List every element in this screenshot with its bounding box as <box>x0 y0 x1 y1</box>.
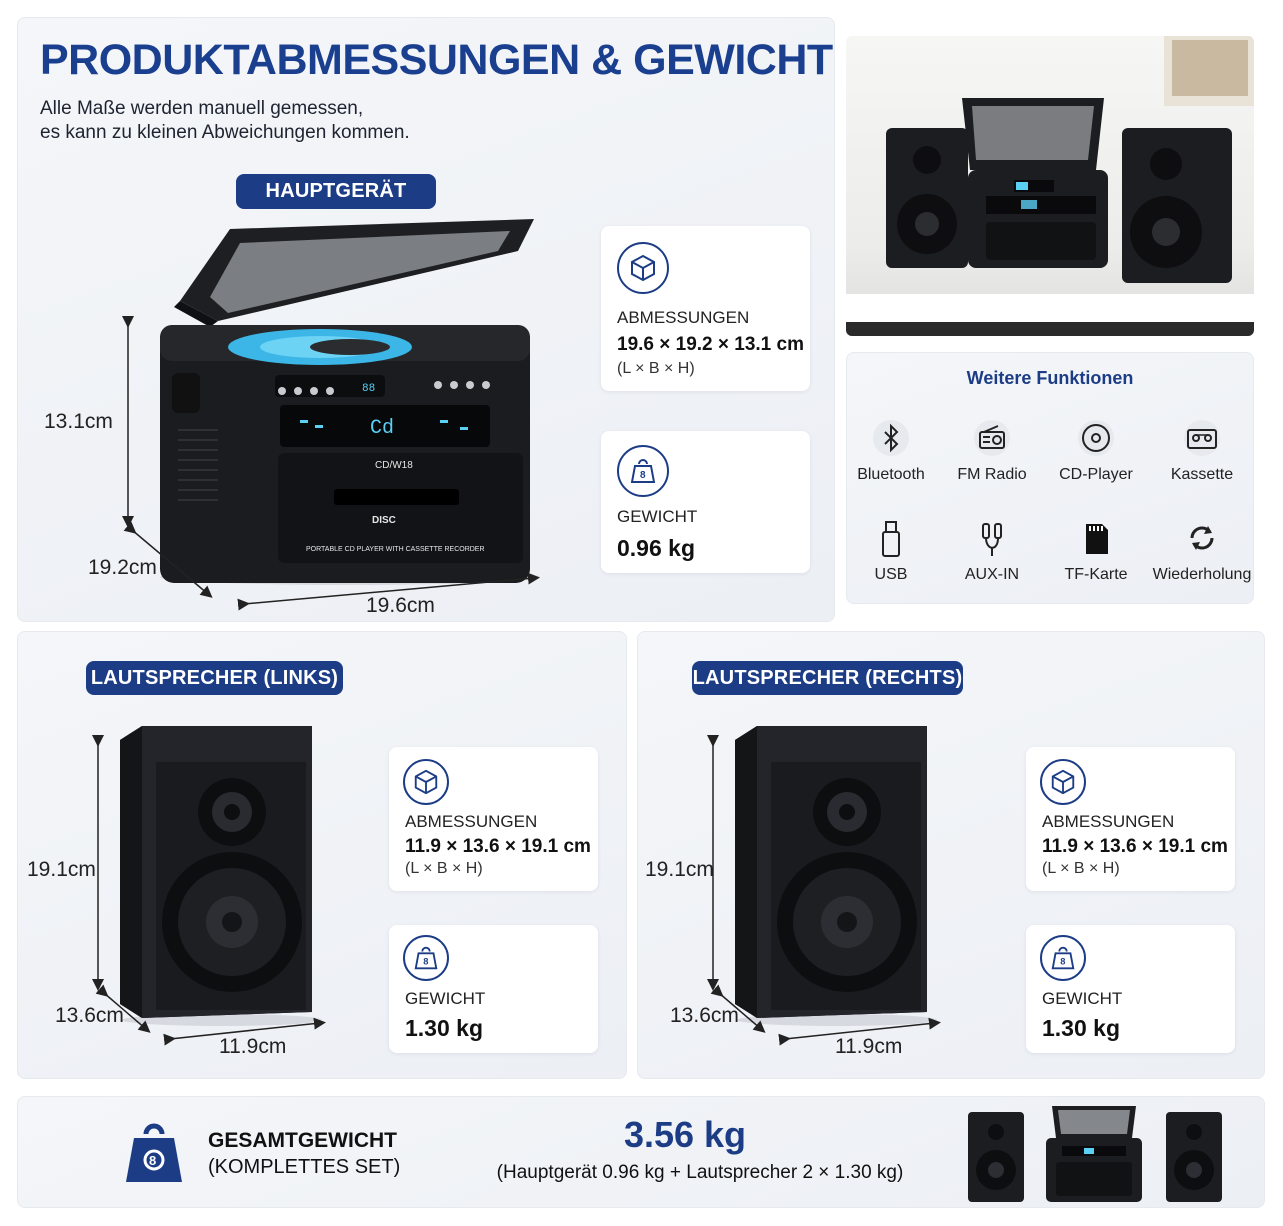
main-unit-dimensions-hint: (L × B × H) <box>617 360 695 377</box>
main-unit-weight-label: GEWICHT <box>617 507 698 526</box>
speaker-left-weight-card: 8 GEWICHT 1.30 kg <box>389 925 598 1053</box>
speaker-right-height-label: 19.1cm <box>645 858 714 881</box>
feature-label-aux-in: AUX-IN <box>964 566 1020 583</box>
total-weight-value: 3.56 kg <box>623 1114 747 1155</box>
feature-label-wiederholung: Wiederholung <box>1152 566 1252 583</box>
box-icon <box>617 242 669 294</box>
main-unit-dimension-arrows <box>40 310 540 620</box>
speaker-left-badge: LAUTSPRECHER (LINKS) <box>86 661 343 695</box>
svg-text:8: 8 <box>640 470 646 481</box>
main-unit-display-text: Cd <box>370 417 394 440</box>
main-unit-brand-label: CD/W18 <box>375 460 413 471</box>
page-subtitle-line2: es kann zu kleinen Abweichungen kommen. <box>40 122 410 143</box>
aux-cable-icon <box>968 514 1016 562</box>
usb-icon <box>867 514 915 562</box>
main-unit-dimensions-value: 19.6 × 19.2 × 13.1 cm <box>617 334 804 355</box>
weight-icon: 8 <box>617 445 669 497</box>
main-unit-width-label: 19.6cm <box>366 594 435 617</box>
weight-icon: 8 <box>1040 935 1086 981</box>
bluetooth-icon <box>867 414 915 462</box>
speaker-right-weight-label: GEWICHT <box>1042 989 1123 1008</box>
page-title: PRODUKTABMESSUNGEN & GEWICHT <box>40 36 833 84</box>
main-unit-weight-value: 0.96 kg <box>617 535 695 561</box>
speaker-left-height-label: 19.1cm <box>27 858 96 881</box>
speaker-right-dimensions-hint: (L × B × H) <box>1042 860 1120 877</box>
speaker-left-image <box>112 722 327 1027</box>
main-unit-disc-logo: DISC <box>372 515 396 526</box>
speaker-left-dimensions-card: ABMESSUNGEN 11.9 × 13.6 × 19.1 cm (L × B… <box>389 747 598 891</box>
feature-label-tf-karte: TF-Karte <box>1064 566 1128 583</box>
box-icon <box>403 759 449 805</box>
repeat-icon <box>1178 514 1226 562</box>
main-unit-badge: HAUPTGERÄT <box>236 174 436 209</box>
feature-label-kassette: Kassette <box>1170 466 1234 483</box>
main-unit-weight-card: 8 GEWICHT 0.96 kg <box>601 431 810 573</box>
speaker-right-dimensions-card: ABMESSUNGEN 11.9 × 13.6 × 19.1 cm (L × B… <box>1026 747 1235 891</box>
svg-text:88: 88 <box>362 383 375 395</box>
speaker-left-weight-label: GEWICHT <box>405 989 486 1008</box>
cassette-icon <box>1178 414 1226 462</box>
main-unit-dimensions-label: ABMESSUNGEN <box>617 308 750 327</box>
weight-icon: 8 <box>403 935 449 981</box>
speaker-left-dimensions-value: 11.9 × 13.6 × 19.1 cm <box>405 836 591 857</box>
sd-card-icon <box>1072 514 1120 562</box>
speaker-left-weight-value: 1.30 kg <box>405 1015 483 1041</box>
speaker-left-dimensions-label: ABMESSUNGEN <box>405 812 538 831</box>
speaker-right-dimension-arrows <box>695 735 955 1050</box>
speaker-left-dimensions-hint: (L × B × H) <box>405 860 483 877</box>
speaker-right-width-label: 11.9cm <box>835 1035 903 1058</box>
speaker-right-dimensions-label: ABMESSUNGEN <box>1042 812 1175 831</box>
speaker-right-badge: LAUTSPRECHER (RECHTS) <box>692 661 963 695</box>
total-weight-breakdown: (Hauptgerät 0.96 kg + Lautsprecher 2 × 1… <box>496 1162 904 1183</box>
svg-text:8: 8 <box>423 957 428 967</box>
speaker-right-weight-card: 8 GEWICHT 1.30 kg <box>1026 925 1235 1053</box>
main-unit-height-label: 13.1cm <box>44 410 113 433</box>
speaker-right-dimensions-value: 11.9 × 13.6 × 19.1 cm <box>1042 836 1228 857</box>
feature-label-usb: USB <box>874 566 908 583</box>
total-weight-subtitle: (KOMPLETTES SET) <box>208 1156 401 1178</box>
total-weight-icon: 8 <box>122 1118 186 1186</box>
main-unit-depth-label: 19.2cm <box>88 556 157 579</box>
features-title: Weitere Funktionen <box>966 368 1134 388</box>
feature-label-cd-player: CD-Player <box>1059 466 1133 483</box>
complete-set-image <box>964 1104 1226 1204</box>
feature-label-bluetooth: Bluetooth <box>857 466 925 483</box>
features-panel <box>846 352 1254 604</box>
speaker-left-width-label: 11.9cm <box>219 1035 287 1058</box>
box-icon <box>1040 759 1086 805</box>
svg-text:8: 8 <box>149 1153 156 1168</box>
page-subtitle-line1: Alle Maße werden manuell gemessen, <box>40 98 364 119</box>
svg-text:8: 8 <box>1060 957 1065 967</box>
lifestyle-photo <box>846 36 1254 336</box>
speaker-right-image <box>727 722 942 1027</box>
cd-icon <box>1072 414 1120 462</box>
main-unit-front-label: PORTABLE CD PLAYER WITH CASSETTE RECORDE… <box>306 546 485 553</box>
speaker-left-dimension-arrows <box>80 735 340 1050</box>
speaker-right-depth-label: 13.6cm <box>670 1004 739 1027</box>
speaker-right-weight-value: 1.30 kg <box>1042 1015 1120 1041</box>
feature-label-fm-radio: FM Radio <box>957 466 1027 483</box>
speaker-left-depth-label: 13.6cm <box>55 1004 124 1027</box>
radio-icon <box>968 414 1016 462</box>
total-weight-title: GESAMTGEWICHT <box>208 1129 397 1152</box>
main-unit-dimensions-card: ABMESSUNGEN 19.6 × 19.2 × 13.1 cm (L × B… <box>601 226 810 391</box>
